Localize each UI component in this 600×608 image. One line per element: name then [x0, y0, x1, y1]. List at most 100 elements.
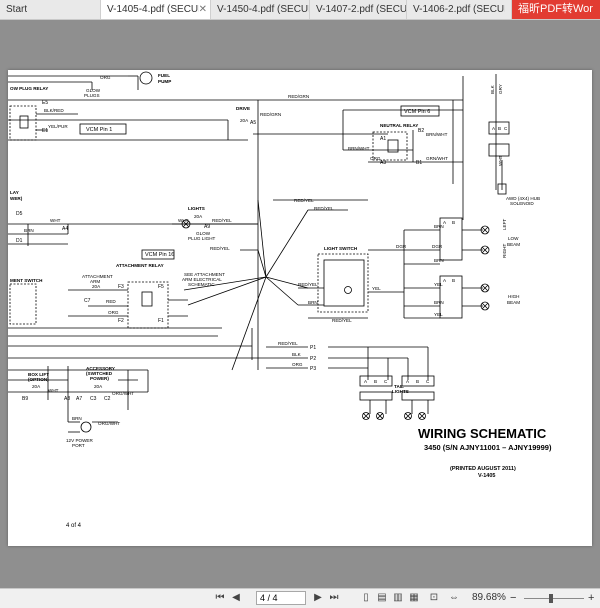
wire-label: RED/YEL	[210, 246, 230, 251]
wiring-schematic: ORG FUEL PUMP OW PLUG RELAY GLOW PLUGS E…	[8, 71, 552, 529]
component-label: ATTACHMENT RELAY	[116, 263, 164, 268]
wire-label: RED	[106, 299, 116, 304]
wire-label: WHT	[48, 388, 59, 393]
continuous-view-icon[interactable]: ▤	[377, 592, 387, 603]
pin-label: A4	[62, 226, 68, 232]
connector-letter: B	[452, 278, 455, 283]
vcm-label: VCM Pin 1	[86, 127, 112, 133]
component-label: TAIL	[394, 384, 404, 389]
wire-label: BLK	[292, 352, 302, 357]
pin-label: C7	[84, 298, 91, 304]
fuse-label: 20A	[92, 284, 101, 289]
component-label: PLUG LIGHT	[188, 236, 216, 241]
component-label: FUEL	[158, 73, 170, 78]
component-label: GLOW	[196, 231, 211, 236]
fit-page-icon[interactable]: ⊡	[429, 592, 439, 603]
fit-width-icon[interactable]: ⇔	[449, 592, 459, 603]
wire-label: BRN	[434, 300, 444, 305]
zoom-slider[interactable]	[524, 594, 584, 603]
page-footer: 4 of 4	[66, 523, 82, 529]
zoom-level[interactable]: 89.68%	[472, 592, 506, 603]
connector-letter: A	[492, 126, 496, 131]
wire-label: BRN	[434, 258, 444, 263]
connector-letter: A	[364, 379, 368, 384]
tab-v1450-4[interactable]: V-1450-4.pdf (SECUR...	[211, 0, 310, 19]
wire-label: ORG/WHT	[98, 421, 120, 426]
wire-label: ORG	[292, 362, 303, 367]
tab-close-icon[interactable]: ✕	[198, 4, 207, 15]
pin-label: A1	[380, 136, 386, 142]
connector-letter: B	[374, 379, 377, 384]
tab-label: V-1406-2.pdf (SECUR...	[413, 4, 505, 15]
tab-label: V-1407-2.pdf (SECUR...	[316, 4, 407, 15]
vcm-label: VCM Pin 16	[145, 252, 174, 258]
status-bar: ⏮ ◀ ▶ ⏭ ▯ ▤ ▥ ▦ ⊡ ⇔ 89.68% − +	[0, 588, 600, 608]
single-page-view-icon[interactable]: ▯	[363, 592, 369, 603]
connector-letter: C	[504, 126, 508, 131]
pin-label: A9	[204, 224, 210, 230]
wire-label: BLK/RED	[44, 108, 64, 113]
cover-view-icon[interactable]: ▦	[409, 592, 419, 603]
zoom-out-icon[interactable]: −	[510, 592, 517, 604]
facing-view-icon[interactable]: ▥	[393, 592, 403, 603]
component-label: LAY	[10, 190, 19, 195]
tab-label: Start	[6, 4, 28, 15]
tab-start[interactable]: Start	[0, 0, 101, 19]
component-label: ATTACHMENT	[82, 274, 113, 279]
component-label: BOX LIFT	[28, 372, 49, 377]
pin-label: D5	[16, 211, 23, 217]
pin-label: F5	[158, 284, 164, 290]
previous-page-icon[interactable]: ◀	[232, 592, 240, 603]
first-page-icon[interactable]: ⏮	[215, 592, 225, 603]
tab-v1405-4[interactable]: V-1405-4.pdf (SECURED)✕	[101, 0, 211, 19]
pin-label: F3	[118, 284, 124, 290]
component-label: BEAM	[507, 242, 520, 247]
connector-letter: B	[452, 220, 455, 225]
component-label: HIGH	[508, 294, 519, 299]
component-label: LEFT	[502, 219, 507, 230]
pin-label: B9	[22, 396, 28, 402]
tab-v1406-2[interactable]: V-1406-2.pdf (SECUR...	[407, 0, 512, 19]
component-label: NEUTRAL RELAY	[380, 123, 418, 128]
pin-label: E5	[42, 100, 48, 106]
wire-label: BLK	[490, 84, 495, 94]
brand-banner[interactable]: 福昕PDF转Wor	[512, 0, 600, 19]
wire-label: WHT	[178, 218, 189, 223]
wire-lines	[8, 74, 510, 433]
component-label: RIGHT	[502, 244, 507, 258]
wire-label: ORG	[370, 156, 381, 161]
pin-label: F1	[158, 318, 164, 324]
next-page-icon[interactable]: ▶	[314, 592, 322, 603]
tab-label: V-1450-4.pdf (SECUR...	[217, 4, 309, 15]
pin-label: B1	[416, 160, 422, 166]
pin-label: P1	[310, 345, 316, 351]
wire-label: YEL	[372, 286, 381, 291]
zoom-in-icon[interactable]: +	[588, 592, 595, 604]
document-tab-bar: Start V-1405-4.pdf (SECURED)✕ V-1450-4.p…	[0, 0, 600, 20]
wire-label: YEL/PUR	[48, 124, 68, 129]
pin-label: A8	[64, 396, 70, 402]
tab-label: V-1405-4.pdf (SECURED)	[107, 4, 199, 15]
tab-v1407-2[interactable]: V-1407-2.pdf (SECUR...	[310, 0, 407, 19]
page-number-input[interactable]	[256, 591, 306, 605]
pin-label: A5	[250, 120, 256, 126]
zoom-slider-thumb[interactable]	[549, 594, 554, 603]
wire-label: BRN	[24, 228, 34, 233]
wire-label: YEL	[434, 312, 443, 317]
schematic-labels: ORG FUEL PUMP OW PLUG RELAY GLOW PLUGS E…	[10, 73, 540, 448]
pin-label: D1	[16, 238, 23, 244]
component-label: PLUGS	[84, 93, 100, 98]
fuse-label: 20A	[194, 214, 203, 219]
wire-label: RED/YEL	[212, 218, 232, 223]
wire-label: YEL	[434, 282, 443, 287]
connector-letter: C	[426, 379, 430, 384]
component-label: LIGHTS	[392, 389, 409, 394]
printed-date: (PRINTED AUGUST 2011)	[450, 466, 516, 472]
component-symbols	[80, 71, 507, 433]
pin-label: A7	[76, 396, 82, 402]
pdf-page: ORG FUEL PUMP OW PLUG RELAY GLOW PLUGS E…	[8, 70, 592, 546]
pin-label: E1	[42, 128, 48, 134]
pin-label: B2	[418, 128, 424, 134]
last-page-icon[interactable]: ⏭	[329, 592, 339, 603]
document-viewport[interactable]: ORG FUEL PUMP OW PLUG RELAY GLOW PLUGS E…	[0, 20, 600, 588]
